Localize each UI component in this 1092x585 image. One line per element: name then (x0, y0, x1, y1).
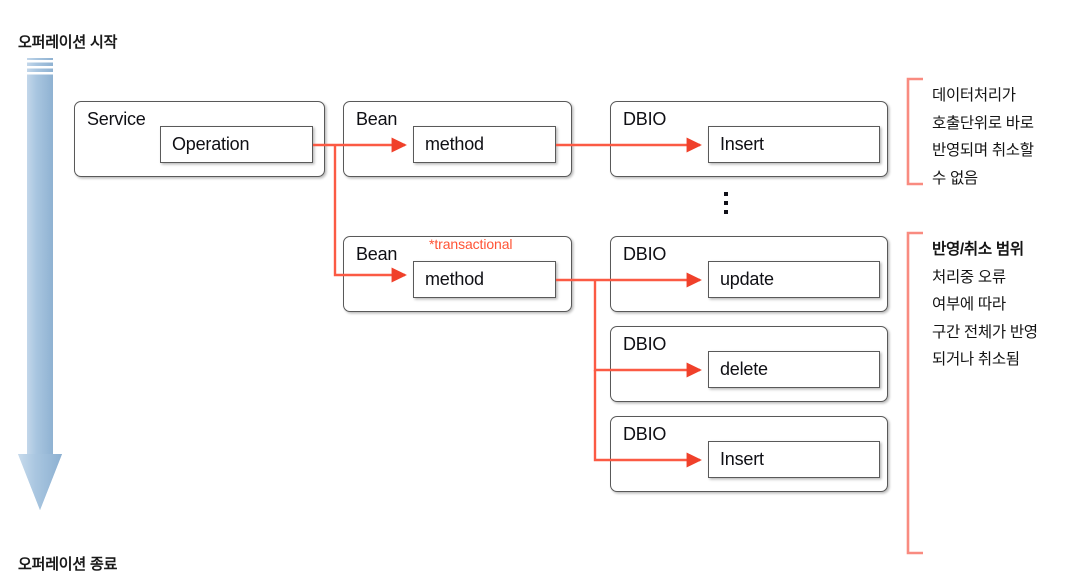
annotation-autocommit-line-2: 반영되며 취소할 (932, 142, 1034, 159)
annotation-transaction-scope-line-1: 처리중 오류 (932, 268, 1006, 286)
operation-flow-arrow-icon (18, 58, 62, 510)
dbio-container-label-3: DBIO (623, 334, 667, 354)
annotation-transaction-scope-line-4: 되거나 취소됨 (932, 351, 1020, 368)
dbio-method-box-4[interactable]: Insert (708, 441, 880, 478)
dbio-method-box-2[interactable]: update (708, 261, 880, 298)
transactional-tag: *transactional (429, 236, 513, 252)
dbio-method-label-1: Insert (720, 134, 764, 154)
dbio-method-label-3: delete (720, 359, 768, 379)
annotation-autocommit: 데이터처리가 호출단위로 바로 반영되며 취소할 수 없음 (932, 82, 1034, 192)
bean-container-label-1: Bean (356, 109, 398, 129)
annotation-transaction-scope-line-2: 여부에 따라 (932, 296, 1006, 313)
dbio-method-label-2: update (720, 269, 774, 289)
bracket-autocommit (906, 77, 923, 186)
dbio-method-box-1[interactable]: Insert (708, 126, 880, 163)
operation-method-box[interactable]: Operation (160, 126, 313, 163)
annotation-transaction-scope-line-3: 구간 전체가 반영 (932, 323, 1038, 341)
vertical-ellipsis-icon (722, 192, 730, 214)
flow-start-label: 오퍼레이션 시작 (18, 34, 118, 51)
annotation-transaction-scope-heading: 반영/취소 범위 (932, 241, 1024, 258)
annotation-autocommit-line-0: 데이터처리가 (932, 87, 1016, 104)
operation-method-label: Operation (172, 134, 250, 154)
service-container-label: Service (87, 109, 146, 129)
bean-method-label-2: method (425, 269, 484, 289)
bean-container-label-2: Bean (356, 244, 398, 264)
dbio-method-box-3[interactable]: delete (708, 351, 880, 388)
dbio-method-label-4: Insert (720, 449, 764, 469)
flow-end-label: 오퍼레이션 종료 (18, 556, 118, 573)
bracket-transaction-scope (906, 231, 923, 555)
annotation-transaction-scope: 반영/취소 범위 처리중 오류 여부에 따라 구간 전체가 반영 되거나 취소됨 (932, 236, 1038, 374)
annotation-autocommit-line-1: 호출단위로 바로 (932, 114, 1034, 132)
dbio-container-label-2: DBIO (623, 244, 667, 264)
bean-method-box-2[interactable]: method (413, 261, 556, 298)
annotation-autocommit-line-3: 수 없음 (932, 169, 978, 187)
bean-method-box-1[interactable]: method (413, 126, 556, 163)
bean-method-label-1: method (425, 134, 484, 154)
dbio-container-label-1: DBIO (623, 109, 667, 129)
dbio-container-label-4: DBIO (623, 424, 667, 444)
